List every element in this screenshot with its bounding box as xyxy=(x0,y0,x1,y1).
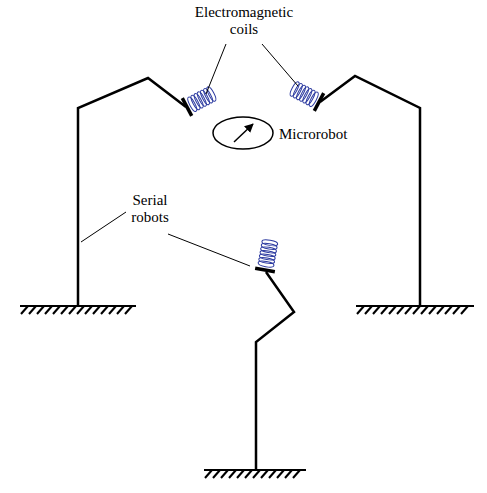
leader-line xyxy=(81,44,298,266)
serial-robot xyxy=(256,272,294,470)
robot-label: Serial robots xyxy=(131,192,169,227)
serial-robot xyxy=(78,78,186,306)
electromagnetic-coil xyxy=(182,79,323,272)
ground-symbol xyxy=(20,306,474,478)
serial-robot xyxy=(320,76,420,306)
microrobot-label: Microrobot xyxy=(279,126,347,143)
microrobot xyxy=(213,117,273,149)
coil-label: Electromagnetic coils xyxy=(195,4,293,39)
